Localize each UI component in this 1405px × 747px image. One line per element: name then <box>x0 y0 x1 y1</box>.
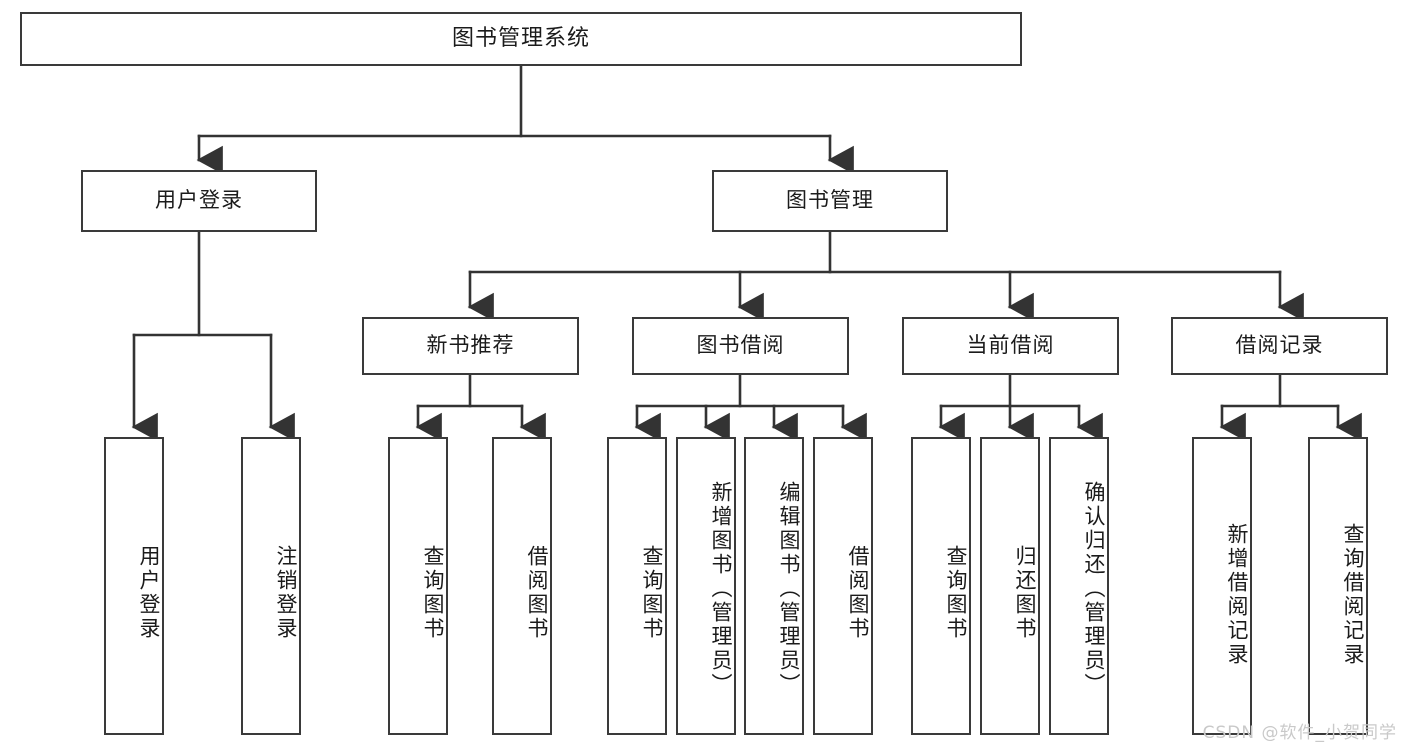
node-leaf-add-record[interactable]: 新增借阅记录 <box>1192 437 1252 735</box>
node-leaf-query-book-1-label: 查询图书 <box>421 545 445 641</box>
node-leaf-add-book-label: 新增图书（管理员） <box>709 481 733 697</box>
node-current-borrow-label: 当前借阅 <box>966 333 1055 358</box>
node-leaf-user-logout-label: 注销登录 <box>274 545 298 641</box>
node-book-manage[interactable]: 图书管理 <box>712 170 948 232</box>
node-leaf-borrow-book-1-label: 借阅图书 <box>525 545 549 641</box>
node-user-login-label: 用户登录 <box>155 188 243 213</box>
node-leaf-query-book-1[interactable]: 查询图书 <box>388 437 448 735</box>
node-leaf-return-book-label: 归还图书 <box>1013 545 1037 641</box>
node-leaf-query-record-label: 查询借阅记录 <box>1341 523 1365 667</box>
node-leaf-query-book-2[interactable]: 查询图书 <box>607 437 667 735</box>
node-leaf-query-book-2-label: 查询图书 <box>640 545 664 641</box>
node-leaf-add-book[interactable]: 新增图书（管理员） <box>676 437 736 735</box>
node-leaf-add-record-label: 新增借阅记录 <box>1225 523 1249 667</box>
node-leaf-user-login-label: 用户登录 <box>137 545 161 641</box>
node-leaf-confirm-return[interactable]: 确认归还（管理员） <box>1049 437 1109 735</box>
node-leaf-query-record[interactable]: 查询借阅记录 <box>1308 437 1368 735</box>
node-borrow-record[interactable]: 借阅记录 <box>1171 317 1388 375</box>
node-leaf-return-book[interactable]: 归还图书 <box>980 437 1040 735</box>
node-leaf-edit-book[interactable]: 编辑图书（管理员） <box>744 437 804 735</box>
node-root[interactable]: 图书管理系统 <box>20 12 1022 66</box>
node-leaf-query-book-3[interactable]: 查询图书 <box>911 437 971 735</box>
node-leaf-confirm-return-label: 确认归还（管理员） <box>1082 481 1106 697</box>
node-leaf-edit-book-label: 编辑图书（管理员） <box>777 481 801 697</box>
node-leaf-user-login[interactable]: 用户登录 <box>104 437 164 735</box>
node-root-label: 图书管理系统 <box>451 25 590 51</box>
node-book-borrow-label: 图书借阅 <box>696 333 785 358</box>
node-book-borrow[interactable]: 图书借阅 <box>632 317 849 375</box>
node-leaf-borrow-book-2[interactable]: 借阅图书 <box>813 437 873 735</box>
node-leaf-user-logout[interactable]: 注销登录 <box>241 437 301 735</box>
node-current-borrow[interactable]: 当前借阅 <box>902 317 1119 375</box>
node-user-login[interactable]: 用户登录 <box>81 170 317 232</box>
node-book-manage-label: 图书管理 <box>786 188 874 213</box>
node-borrow-record-label: 借阅记录 <box>1235 333 1324 358</box>
node-leaf-borrow-book-1[interactable]: 借阅图书 <box>492 437 552 735</box>
watermark-text: CSDN @软件_小贺同学 <box>1202 723 1397 743</box>
node-leaf-borrow-book-2-label: 借阅图书 <box>846 545 870 641</box>
node-new-book-rec[interactable]: 新书推荐 <box>362 317 579 375</box>
node-new-book-rec-label: 新书推荐 <box>426 333 515 358</box>
node-leaf-query-book-3-label: 查询图书 <box>944 545 968 641</box>
